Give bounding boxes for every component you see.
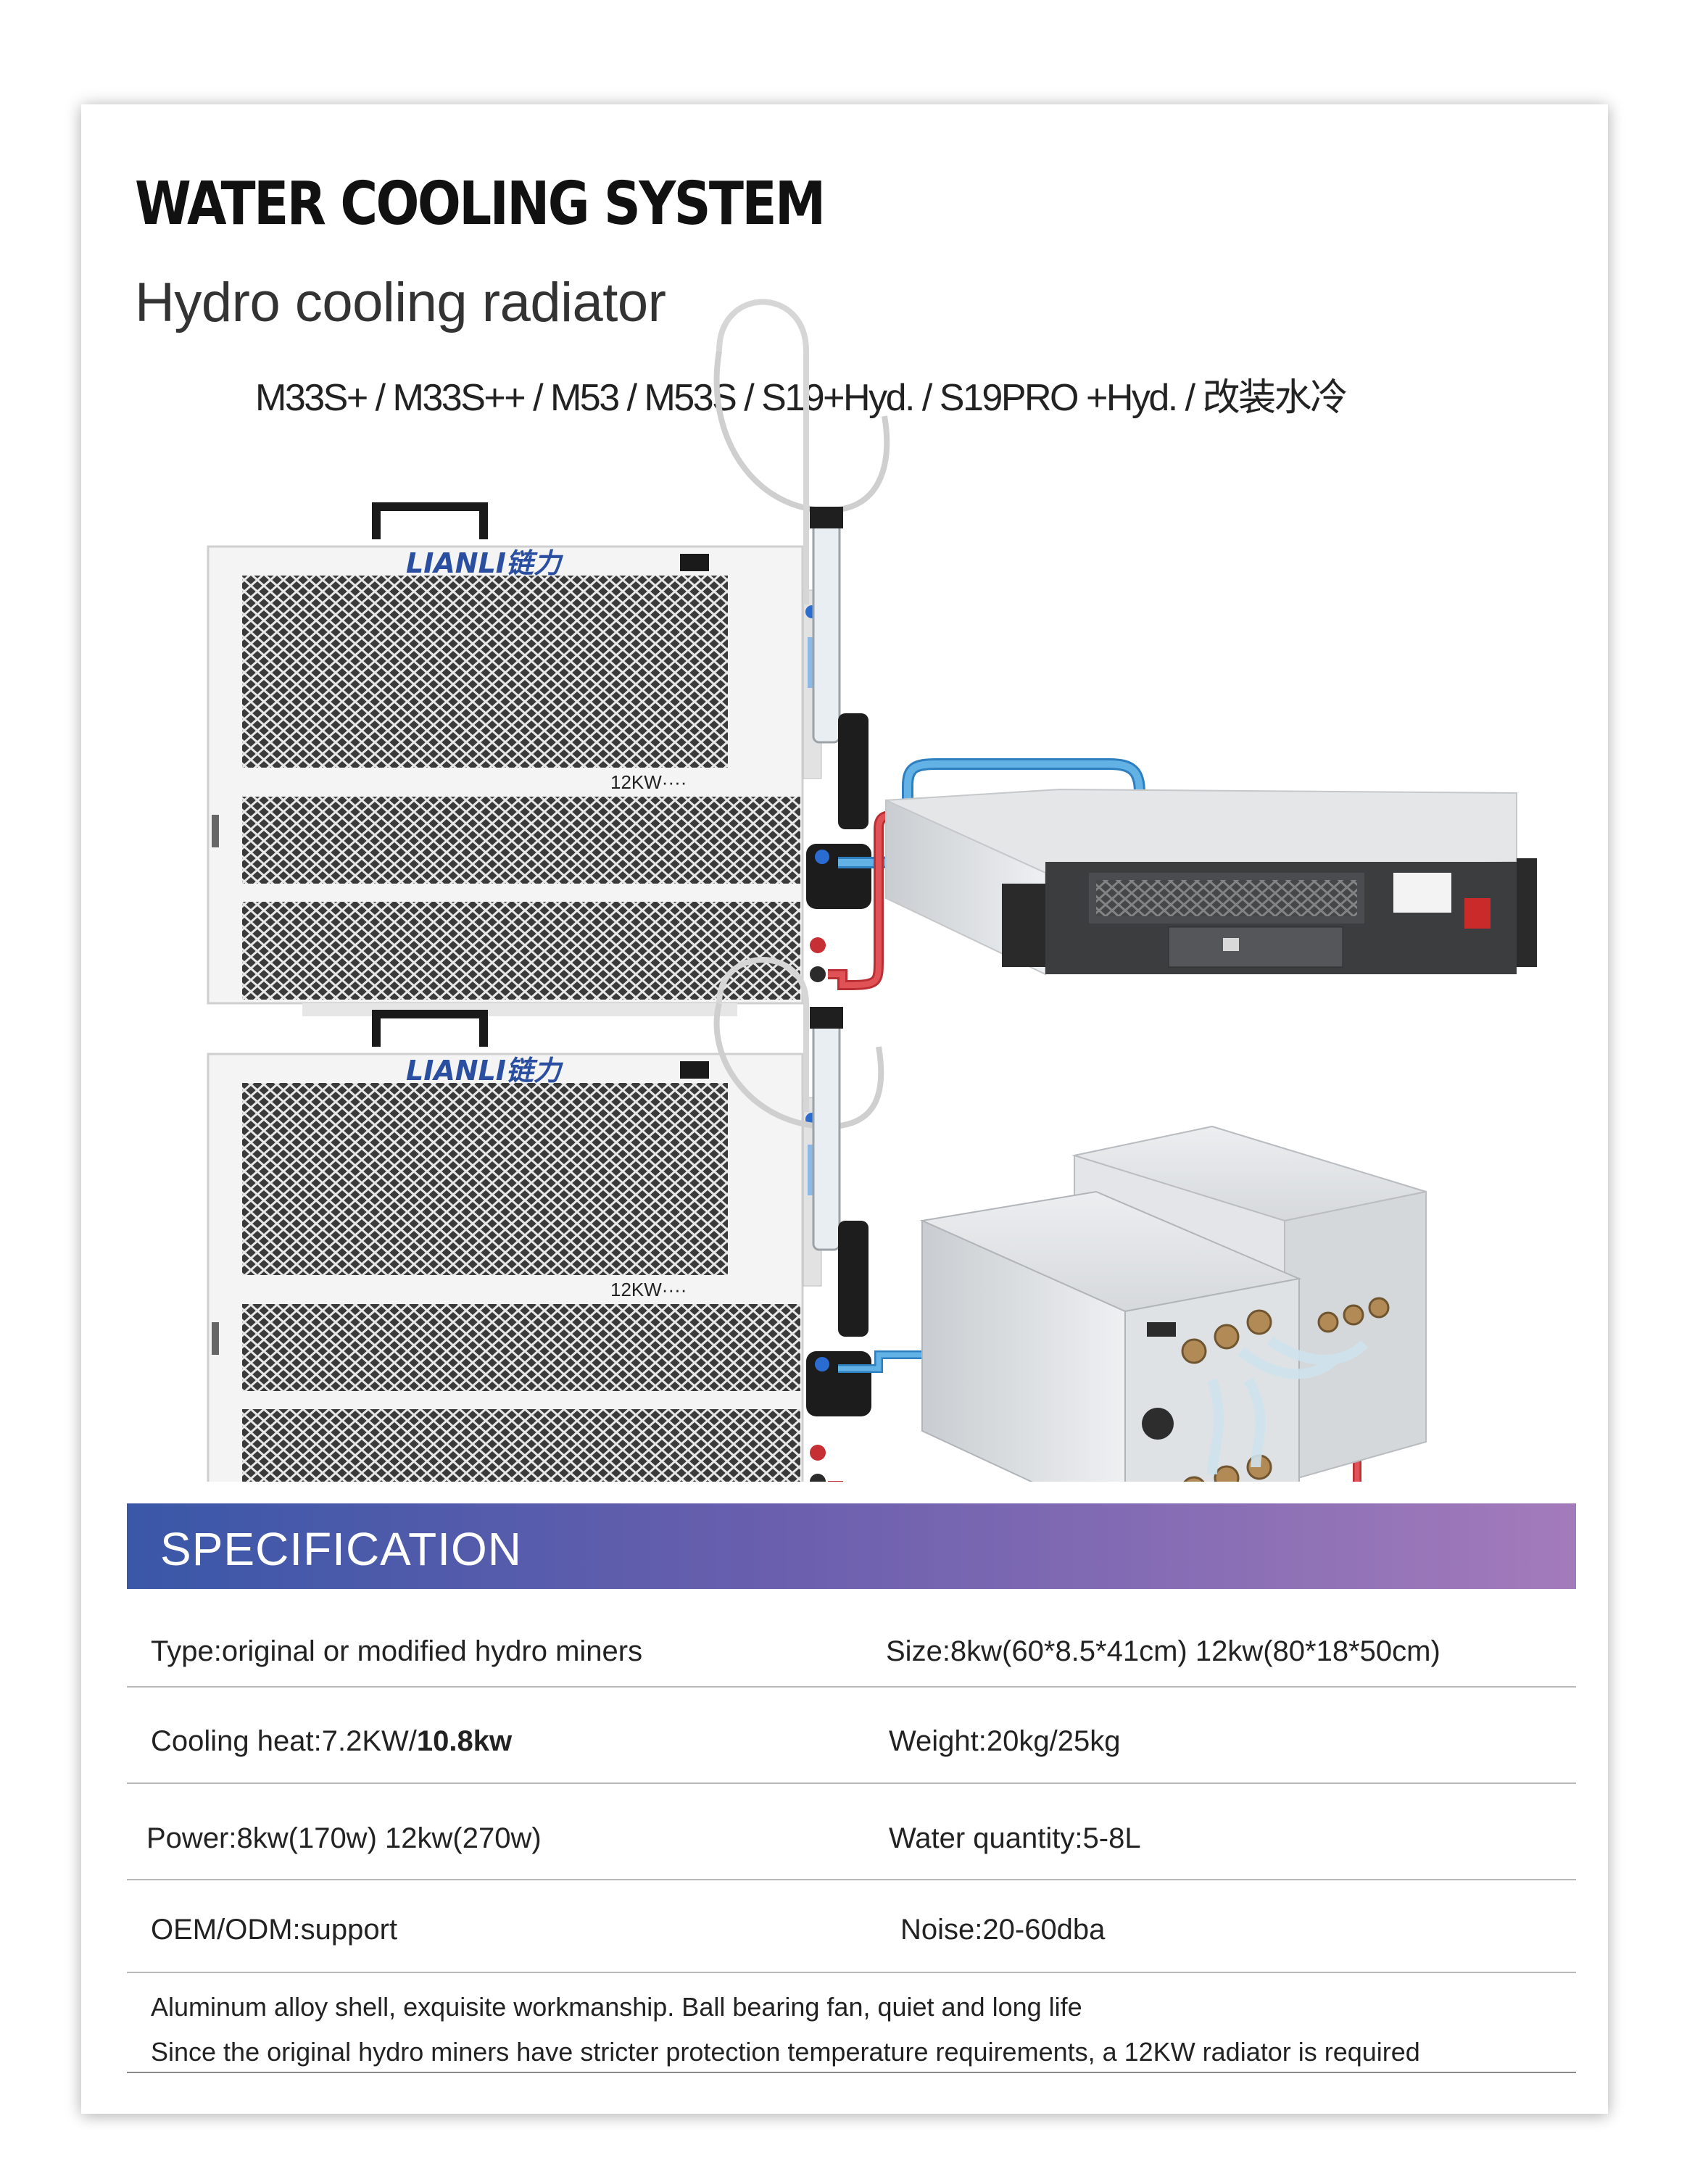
pump-icon xyxy=(838,713,868,829)
hydro-miner-front xyxy=(919,1190,1390,1482)
spec-weight: Weight:20kg/25kg xyxy=(889,1725,1121,1757)
spec-water-quantity: Water quantity:5-8L xyxy=(889,1822,1141,1854)
note-line-1: Aluminum alloy shell, exquisite workmans… xyxy=(151,1992,1082,2022)
spec-oem-odm: OEM/ODM:support xyxy=(151,1914,398,1946)
radiator-top: LIANLI链力 12KW···· xyxy=(207,299,890,1016)
radiator-bottom: LIANLI链力 12KW···· xyxy=(207,957,884,1482)
brand-logo-bottom: LIANLI链力 xyxy=(406,1055,564,1087)
product-illustration: LIANLI链力 12KW···· xyxy=(207,299,1537,1482)
reservoir-tube xyxy=(812,509,841,744)
spec-size: Size:8kw(60*8.5*41cm) 12kw(80*18*50cm) xyxy=(886,1635,1440,1667)
specification-title: SPECIFICATION xyxy=(160,1523,522,1575)
pump-icon xyxy=(838,1221,868,1337)
specification-header: SPECIFICATION xyxy=(127,1503,1576,1589)
page-title: WATER COOLING SYSTEM xyxy=(135,170,826,238)
spec-power: Power:8kw(170w) 12kw(270w) xyxy=(146,1822,542,1854)
switch-icon xyxy=(680,554,709,571)
brand-logo-top: LIANLI链力 xyxy=(406,547,564,579)
row-divider xyxy=(127,1972,1576,1973)
spec-cooling-heat-label: Cooling heat:7.2KW/ xyxy=(151,1725,417,1757)
rack-miner xyxy=(885,788,1537,976)
handle-icon xyxy=(372,1010,488,1047)
power-connector-icon xyxy=(1142,1408,1174,1440)
compatible-models: M33S+ / M33S++ / M53 / M53S / S19+Hyd. /… xyxy=(255,377,1348,419)
switch-icon xyxy=(680,1061,709,1079)
row-divider xyxy=(127,1782,1576,1784)
overflow-tube xyxy=(713,350,890,514)
page-subtitle: Hydro cooling radiator xyxy=(135,272,666,333)
handle-icon xyxy=(372,502,488,539)
radiator-rating-top: 12KW···· xyxy=(610,771,687,793)
row-divider xyxy=(127,1686,1576,1688)
product-card: WATER COOLING SYSTEM Hydro cooling radia… xyxy=(81,104,1608,2114)
spec-noise: Noise:20-60dba xyxy=(900,1914,1106,1946)
bottom-divider xyxy=(127,2072,1576,2073)
row-divider xyxy=(127,1879,1576,1880)
note-line-2: Since the original hydro miners have str… xyxy=(151,2037,1420,2067)
spec-cooling-heat-highlight: 10.8kw xyxy=(416,1725,513,1757)
spec-type: Type:original or modified hydro miners xyxy=(151,1635,643,1667)
spec-cooling-heat: Cooling heat:7.2KW/10.8kw xyxy=(151,1725,512,1758)
radiator-rating-bottom: 12KW···· xyxy=(610,1279,687,1300)
